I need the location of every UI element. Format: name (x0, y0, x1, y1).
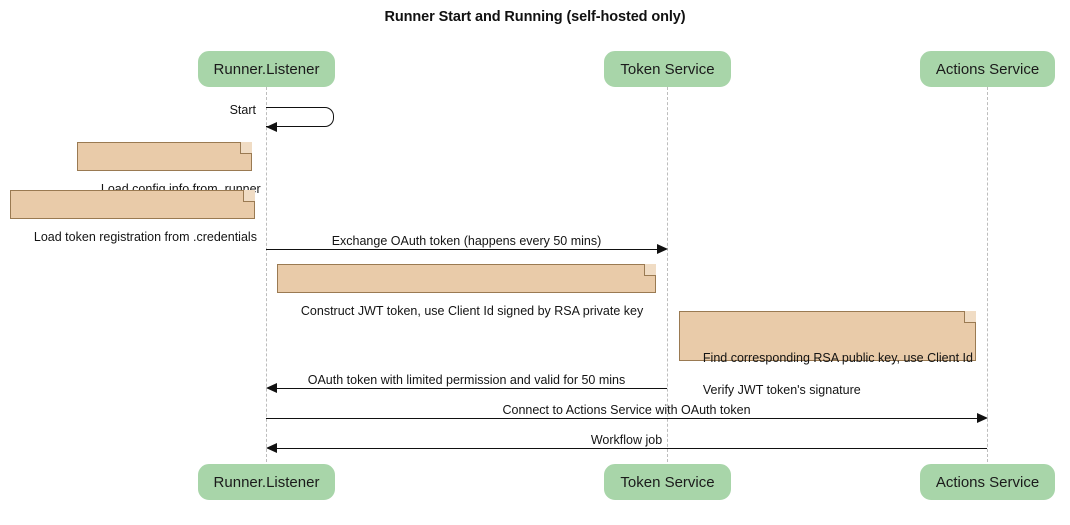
note-text-line-2: Verify JWT token's signature (702, 383, 861, 397)
message-label-oauth-token-response: OAuth token with limited permission and … (307, 373, 626, 387)
note-fold-corner-icon (644, 264, 656, 276)
arrowhead-start (266, 121, 277, 132)
message-label-exchange-oauth-token: Exchange OAuth token (happens every 50 m… (331, 234, 602, 248)
note-fold-corner-icon (243, 190, 255, 202)
participant-label: Token Service (620, 60, 715, 78)
participant-label: Token Service (620, 473, 715, 491)
note-text-line-1: Find corresponding RSA public key, use C… (702, 351, 973, 365)
message-line-exchange-oauth-token (266, 249, 658, 250)
message-label-workflow-job: Workflow job (590, 433, 663, 447)
note-load-token-registration: Load token registration from .credential… (10, 190, 257, 244)
message-label-connect-actions-service: Connect to Actions Service with OAuth to… (502, 403, 751, 417)
note-fold-corner-icon (240, 142, 252, 154)
message-line-oauth-token-response (275, 388, 667, 389)
participant-token-service-bottom[interactable]: Token Service (604, 464, 731, 500)
note-construct-jwt-token: Construct JWT token, use Client Id signe… (277, 264, 656, 318)
participant-runner-listener[interactable]: Runner.Listener (198, 51, 335, 87)
message-selfloop-start (266, 107, 334, 127)
note-fold-corner-icon (964, 311, 976, 323)
page-title: Runner Start and Running (self-hosted on… (384, 9, 686, 25)
message-line-connect-actions-service (266, 418, 978, 419)
lifeline-runner (266, 87, 267, 462)
lifeline-actions (987, 87, 988, 462)
message-line-workflow-job (275, 448, 987, 449)
participant-label: Runner.Listener (213, 473, 320, 491)
lifeline-token (667, 87, 668, 462)
participant-actions-service-bottom[interactable]: Actions Service (920, 464, 1055, 500)
participant-label: Actions Service (935, 473, 1040, 491)
note-verify-jwt-signature: Find corresponding RSA public key, use C… (679, 311, 976, 397)
note-load-config: Load config info from .runner (77, 142, 261, 196)
message-label-start: Start (229, 103, 256, 117)
note-text: Construct JWT token, use Client Id signe… (300, 304, 644, 318)
arrowhead-connect-actions-service (977, 413, 988, 423)
participant-label: Runner.Listener (213, 60, 320, 78)
participant-token-service[interactable]: Token Service (604, 51, 731, 87)
arrowhead-exchange-oauth-token (657, 244, 668, 254)
arrowhead-oauth-token-response (266, 383, 277, 393)
participant-actions-service[interactable]: Actions Service (920, 51, 1055, 87)
participant-runner-listener-bottom[interactable]: Runner.Listener (198, 464, 335, 500)
arrowhead-workflow-job (266, 443, 277, 453)
note-text: Load token registration from .credential… (33, 230, 257, 244)
participant-label: Actions Service (935, 60, 1040, 78)
